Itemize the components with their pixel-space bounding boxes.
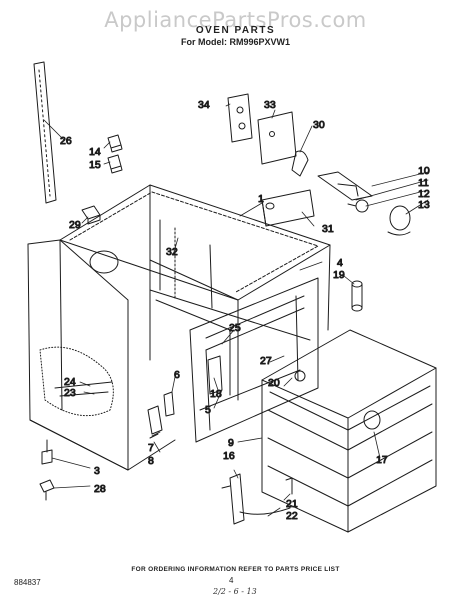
clip-part-14 [107,134,123,153]
vent-duct-31 [261,189,315,227]
callout-23: 23 [64,387,76,399]
callout-7: 7 [148,442,154,454]
document-code: 884837 [14,578,41,587]
light-socket-19 [351,280,363,312]
callout-11: 11 [418,177,429,189]
callout-10: 10 [418,165,430,177]
callout-27: 27 [260,355,272,367]
side-trim-strip [33,61,57,204]
leader-lines [43,103,429,517]
oven-light-assembly [317,171,411,236]
callout-17: 17 [376,454,388,466]
callout-3: 3 [94,465,100,477]
callout-34: 34 [198,99,210,111]
callout-1: 1 [258,193,264,205]
bracket-7-8 [147,405,163,439]
hinge-bracket-16 [221,473,245,525]
bracket-34 [227,93,253,143]
bracket-6 [163,391,175,417]
callout-29: 29 [69,219,81,231]
callout-8: 8 [148,455,154,467]
cable-22 [239,507,291,515]
callout-28: 28 [94,483,106,495]
page-title: OVEN PARTS [195,25,276,36]
callout-18: 18 [210,388,222,400]
callout-22: 22 [286,510,298,522]
leveling-foot-28 [39,479,55,501]
callout-15: 15 [89,159,101,171]
model-subtitle: For Model: RM996PXVW1 [180,37,290,47]
page-number: 4 [229,576,234,585]
callout-5: 5 [205,404,211,416]
oven-door-frame [189,277,319,443]
oven-cabinet [27,184,331,471]
callout-26: 26 [60,135,72,147]
callout-25: 25 [229,322,241,334]
oven-rack-basket [261,329,437,533]
bracket-33 [257,111,297,165]
watermark: AppliancePartsPros.com [104,8,367,32]
callout-32: 32 [166,246,178,258]
callout-20: 20 [268,377,280,389]
callout-4: 4 [337,257,343,269]
callout-labels: 1 3 4 5 6 7 8 9 10 11 12 13 14 15 16 17 … [60,99,431,523]
handwritten-note: 2/2 - 6 - 13 [213,587,257,596]
callout-9: 9 [228,437,234,449]
leveling-foot-3 [41,439,53,465]
callout-21: 21 [286,498,298,510]
callout-33: 33 [264,99,276,111]
callout-16: 16 [223,450,235,462]
clip-part-15 [107,154,123,174]
callout-19: 19 [333,269,345,281]
callout-31: 31 [322,223,334,235]
ordering-note: FOR ORDERING INFORMATION REFER TO PARTS … [131,566,340,573]
screw-21 [285,477,293,495]
callout-14: 14 [89,146,101,158]
callout-6: 6 [174,369,180,381]
callout-13: 13 [418,199,430,211]
callout-30: 30 [313,119,325,131]
hinge-30 [291,150,309,177]
callout-12: 12 [418,188,430,200]
callout-24: 24 [64,376,76,388]
